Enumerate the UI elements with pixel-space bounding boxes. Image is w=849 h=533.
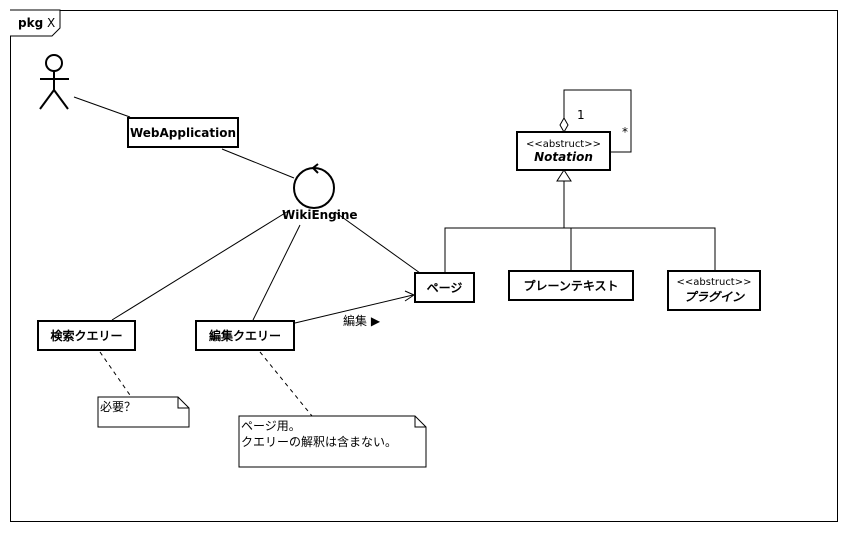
webapplication-box[interactable]: WebApplication	[127, 117, 239, 148]
page-box[interactable]: ページ	[414, 272, 475, 303]
edit-association-label: 編集 ▶	[343, 314, 381, 328]
search-query-box[interactable]: 検索クエリー	[37, 320, 136, 351]
plugin-box[interactable]: <<abstruct>> プラグイン	[667, 270, 761, 311]
search-note[interactable]: 必要？	[100, 400, 137, 414]
generalization-branches	[444, 227, 716, 273]
wikiengine-label: WikiEngine	[282, 208, 358, 222]
multiplicity-many: *	[622, 125, 628, 139]
wikiengine-page-line	[334, 211, 421, 274]
multiplicity-one: 1	[577, 108, 585, 122]
package-label: pkg X	[18, 16, 56, 30]
package-tab	[10, 9, 61, 37]
plaintext-box[interactable]: プレーンテキスト	[508, 270, 634, 301]
edit-note-connector	[259, 351, 313, 417]
actor-icon	[39, 54, 69, 110]
edit-note[interactable]: ページ用。 クエリーの解釈は含まない。	[241, 419, 398, 449]
aggregation-diamond-icon	[559, 116, 569, 134]
edit-query-box[interactable]: 編集クエリー	[195, 320, 295, 351]
notation-self-association	[563, 89, 632, 153]
edit-page-line	[294, 294, 414, 324]
generalization-triangle-icon	[556, 169, 572, 182]
webapp-wikiengine-line	[221, 148, 295, 179]
search-note-connector	[99, 351, 133, 399]
wikiengine-edit-line	[252, 224, 301, 321]
wikiengine-search-line	[111, 209, 291, 321]
notation-box[interactable]: <<abstruct>> Notation	[516, 131, 611, 171]
package-frame	[10, 10, 838, 522]
edit-note-shape	[238, 415, 427, 468]
control-icon	[293, 163, 335, 209]
search-note-shape	[97, 396, 190, 428]
actor-webapp-line	[73, 96, 131, 118]
